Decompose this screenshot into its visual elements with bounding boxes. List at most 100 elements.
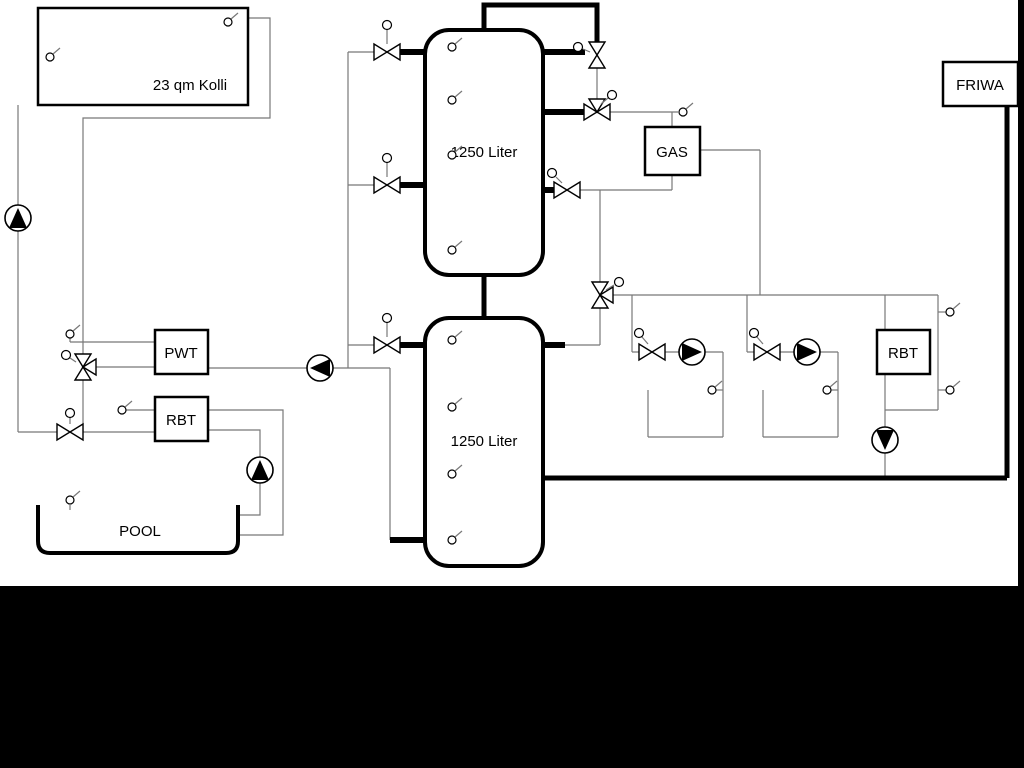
valve-actuator-stem [600, 97, 609, 105]
valve-actuator-icon [60, 349, 72, 361]
friwa-box [941, 60, 1020, 108]
solar-collector-label: 23 qm Kolli [153, 77, 227, 94]
pool-outline [36, 505, 240, 555]
solar-collector: 23 qm Kolli [36, 6, 250, 107]
sensor-icon [447, 335, 457, 345]
sensor-loading-line [678, 102, 694, 117]
valve-actuator-icon [606, 89, 618, 101]
three-way-valve-icon [73, 353, 97, 381]
valve-icon [638, 342, 666, 362]
sensor-icon [822, 385, 832, 395]
sensor-tank2-1 [447, 330, 463, 345]
sensor-tick [52, 47, 61, 55]
frame-right-strip [1018, 0, 1024, 768]
sensor-tick [124, 400, 133, 408]
gas-boiler: GAS [643, 125, 702, 177]
buffer-tank-bottom-label: 1250 Liter [451, 433, 518, 450]
valves [56, 19, 781, 442]
sensor-tick [454, 397, 463, 405]
sensor-tick [454, 330, 463, 338]
pump-direction-up [9, 208, 27, 228]
pump-heating-group2 [793, 338, 821, 366]
pump-direction-down [876, 430, 894, 450]
sensors [45, 12, 961, 545]
friwa-label: FRIWA [956, 77, 1004, 94]
sensor-icon [447, 95, 457, 105]
valve-tank1-left-top [373, 19, 401, 62]
sensor-pool [65, 490, 81, 510]
sensor-icon [945, 307, 955, 317]
valve-actuator-icon [748, 327, 760, 339]
pump-heating-group1 [678, 338, 706, 366]
valve-actuator-icon [64, 407, 76, 419]
valve-icon [373, 175, 401, 195]
sensor-tick [72, 490, 81, 498]
sensor-tank2-2 [447, 397, 463, 412]
friwa-station: FRIWA [941, 60, 1020, 108]
pipe-rbt-to-pool-return [208, 409, 284, 536]
sensor-tick [454, 464, 463, 472]
sensor-collector-top [223, 12, 239, 27]
sensor-tank2-4 [447, 530, 463, 545]
sensor-icon [447, 535, 457, 545]
sensor-rbt-bypass-top [945, 302, 961, 317]
sensor-icon [678, 107, 688, 117]
pwt-box [153, 328, 210, 376]
valve-icon [587, 41, 607, 69]
valve-icon [373, 335, 401, 355]
sensor-group2-return [822, 380, 838, 395]
sensor-tick [714, 380, 723, 388]
valve-tank1-right-low [546, 167, 581, 200]
sensor-icon [447, 150, 457, 160]
sensor-icon [45, 52, 55, 62]
sensor-tank1-1 [447, 37, 463, 52]
valve-pool-circuit [56, 407, 84, 442]
pipe-tank-top-header [481, 2, 600, 43]
sensor-rbt-left [117, 400, 133, 415]
sensor-tick [829, 380, 838, 388]
sensor-icon [65, 329, 75, 339]
sensor-pwt-line [65, 324, 81, 339]
three-way-valve-loading [583, 89, 618, 122]
valve-actuator-stem [641, 336, 649, 345]
sensor-tick [685, 102, 694, 110]
sensor-tank1-3 [447, 145, 463, 160]
valve-heating-group1 [633, 327, 666, 362]
sensor-tick [454, 90, 463, 98]
sensor-tick [454, 37, 463, 45]
valve-actuator-stem [756, 336, 764, 345]
rbt-right-exchanger: RBT [875, 328, 932, 376]
sensor-tank2-3 [447, 464, 463, 479]
three-way-valve-icon [583, 98, 611, 122]
pipe-rbt-to-pool-pump-top [208, 429, 261, 457]
valve-actuator-icon [381, 312, 393, 324]
valve-actuator-icon [633, 327, 645, 339]
rbt-right-label: RBT [888, 345, 918, 362]
valve-icon [553, 180, 581, 200]
pumps [4, 204, 899, 484]
pwt-label: PWT [164, 345, 197, 362]
sensor-icon [223, 17, 233, 27]
pump-direction-up [251, 460, 269, 480]
valve-actuator-stem [69, 357, 77, 363]
pipe-pool-pump-bottom [238, 483, 261, 516]
pump-direction-left [310, 359, 330, 377]
valve-actuator-icon [381, 19, 393, 31]
three-way-valve-heating [590, 276, 625, 309]
valve-actuator-stem [605, 284, 615, 291]
pwt-heat-exchanger: PWT [153, 328, 210, 376]
pump-pool [246, 456, 274, 484]
sensor-tick [454, 530, 463, 538]
buffer-tank-top-body [423, 28, 545, 277]
three-way-valve-icon [590, 281, 614, 309]
sensor-icon [117, 405, 127, 415]
pump-pwt-charge [306, 354, 334, 382]
valve-tank2-left-top [373, 312, 401, 355]
solar-collector-box [36, 6, 250, 107]
gas-boiler-label: GAS [656, 144, 688, 161]
sensor-icon [447, 469, 457, 479]
rbt-left-label: RBT [166, 412, 196, 429]
pump-rbt-right [871, 426, 899, 454]
sensor-tick [230, 12, 239, 20]
